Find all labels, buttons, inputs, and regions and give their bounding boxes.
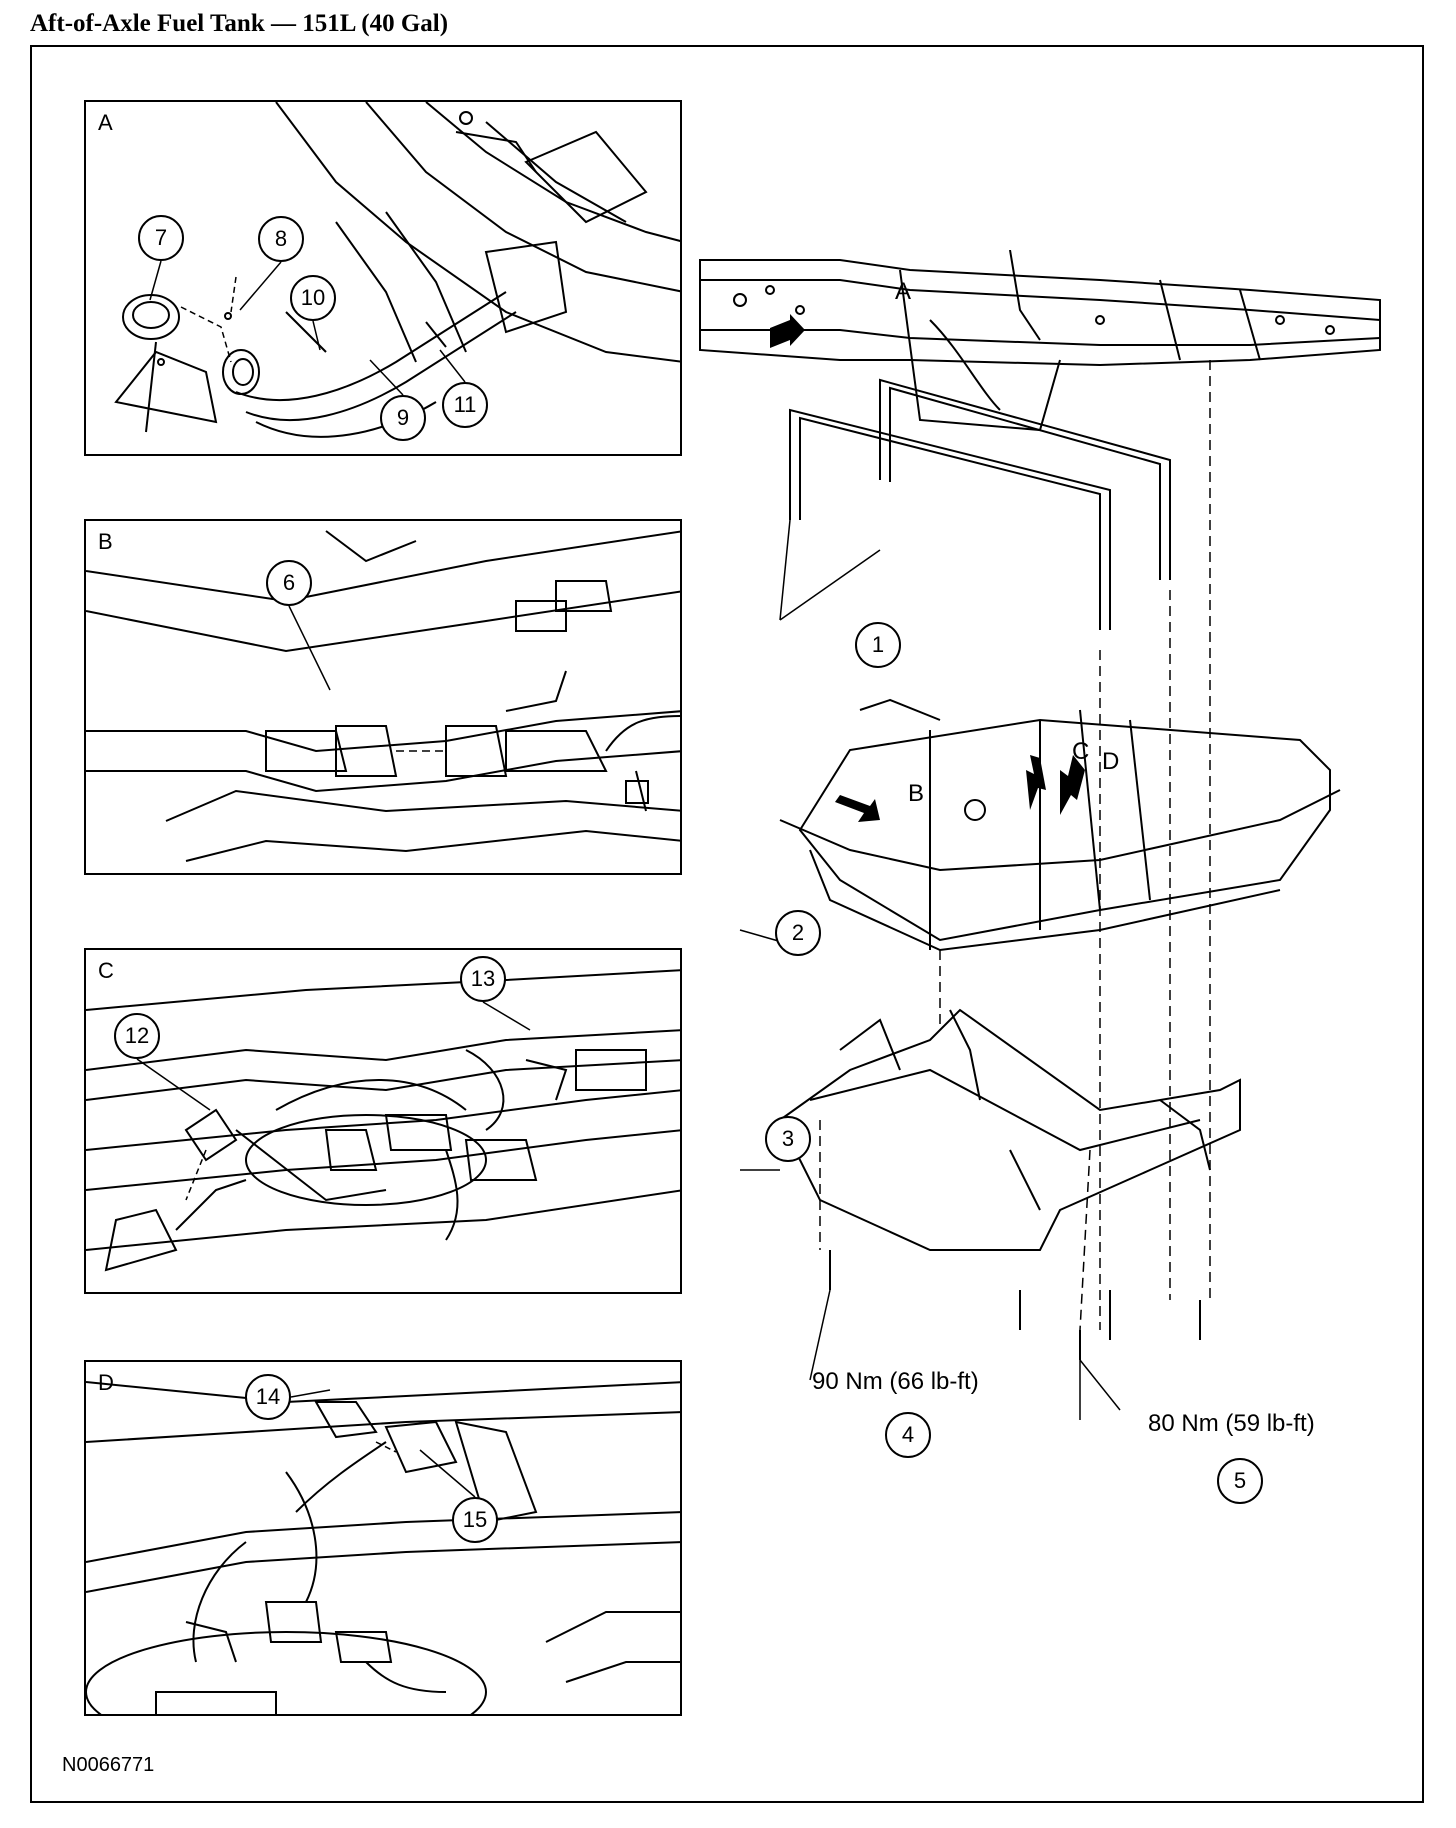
frame-rails bbox=[699, 250, 1381, 432]
detail-panel-d: D bbox=[84, 1360, 682, 1716]
callout-11: 11 bbox=[442, 382, 488, 428]
figure-id: N0066771 bbox=[62, 1754, 155, 1776]
skid-plate bbox=[778, 1008, 1241, 1251]
callout-9: 9 bbox=[380, 395, 426, 441]
callout-5: 5 bbox=[1217, 1458, 1263, 1504]
torque-label-bolt-4: 90 Nm (66 lb-ft) bbox=[812, 1368, 979, 1395]
assembly-lines bbox=[819, 360, 1211, 1331]
panel-a-letter: A bbox=[98, 110, 113, 135]
panel-d-letter: D bbox=[98, 1370, 114, 1395]
view-arrow-a-label: A bbox=[895, 278, 912, 305]
view-arrow-b-label: B bbox=[908, 780, 925, 807]
callout-12: 12 bbox=[114, 1013, 160, 1059]
view-arrow-d-label: D bbox=[1102, 748, 1120, 775]
callout-2: 2 bbox=[775, 910, 821, 956]
panel-b-drawing bbox=[86, 530, 680, 862]
diagram-title: Aft-of-Axle Fuel Tank — 151L (40 Gal) bbox=[30, 10, 449, 37]
panel-c-drawing bbox=[86, 969, 680, 1272]
callout-8: 8 bbox=[258, 216, 304, 262]
callout-1: 1 bbox=[855, 622, 901, 668]
torque-label-bolt-5: 80 Nm (59 lb-ft) bbox=[1148, 1410, 1315, 1437]
callout-6: 6 bbox=[266, 560, 312, 606]
panel-d-drawing bbox=[86, 1381, 680, 1714]
callout-3: 3 bbox=[765, 1116, 811, 1162]
detail-panel-b: B bbox=[84, 519, 682, 875]
callout-15: 15 bbox=[452, 1497, 498, 1543]
detail-panel-c: C bbox=[84, 948, 682, 1294]
view-arrows bbox=[770, 314, 1085, 822]
callout-14: 14 bbox=[245, 1374, 291, 1420]
main-exploded-view bbox=[699, 250, 1381, 1420]
callout-4: 4 bbox=[885, 1412, 931, 1458]
diagram-frame bbox=[30, 45, 1424, 1803]
callout-7: 7 bbox=[138, 215, 184, 261]
callout-13: 13 bbox=[460, 956, 506, 1002]
leader-lines bbox=[739, 519, 1121, 1420]
panel-a-drawing bbox=[114, 102, 680, 438]
panel-c-letter: C bbox=[98, 958, 114, 983]
view-arrow-c-label: C bbox=[1072, 738, 1090, 765]
panel-b-letter: B bbox=[98, 529, 113, 554]
mounting-bolts bbox=[829, 1250, 1201, 1360]
detail-panel-a: A bbox=[84, 100, 682, 456]
callout-10: 10 bbox=[290, 275, 336, 321]
tank-straps bbox=[789, 378, 1171, 630]
